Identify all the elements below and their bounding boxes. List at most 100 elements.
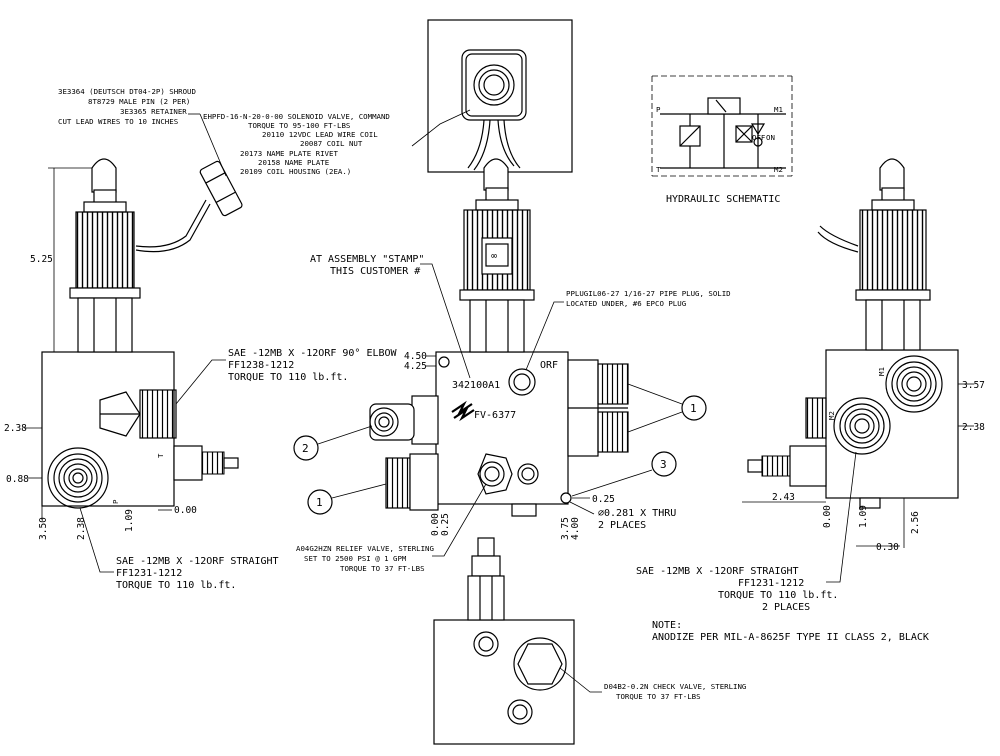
dim-4-00: 4.00 [570, 517, 581, 540]
dim-0-00-front: 0.00 [430, 513, 441, 536]
dim-0-88: 0.88 [6, 474, 29, 485]
note-title: NOTE: [652, 620, 682, 631]
svg-text:PPLUGIL06-27 1/16-27 PIPE PLUG: PPLUGIL06-27 1/16-27 PIPE PLUG, SOLID [566, 289, 731, 298]
svg-text:TORQUE TO 95-100 FT-LBS: TORQUE TO 95-100 FT-LBS [248, 121, 350, 130]
bubble-1-left [307, 489, 333, 515]
right-side-fitting [747, 397, 827, 487]
svg-text:SAE -12MB X -12ORF 90° ELBOW: SAE -12MB X -12ORF 90° ELBOW [228, 348, 398, 359]
svg-text:3E3364 (DEUTSCH DT04-2P) SHROU: 3E3364 (DEUTSCH DT04-2P) SHROUD [58, 87, 196, 96]
svg-text:3E3365 RETAINER: 3E3365 RETAINER [120, 107, 187, 116]
right-port-m2 [833, 397, 891, 455]
dim-2-38-left: 2.38 [4, 423, 27, 434]
left-port-t-label: T [156, 453, 165, 458]
right-notes: SAE -12MB X -12ORF STRAIGHT FF1231-1212 … [636, 451, 929, 643]
svg-text:A04G2HZN RELIEF VALVE, STERLIN: A04G2HZN RELIEF VALVE, STERLING [296, 544, 434, 553]
left-solenoid-cap [91, 158, 117, 193]
svg-text:TORQUE TO 37 FT-LBS: TORQUE TO 37 FT-LBS [340, 564, 425, 573]
svg-text:AT ASSEMBLY "STAMP": AT ASSEMBLY "STAMP" [310, 254, 424, 265]
svg-text:20110 12VDC LEAD WIRE COIL: 20110 12VDC LEAD WIRE COIL [262, 130, 378, 139]
right-side-view: M1 M2 3.57 2.38 2.43 0.00 1.09 2.56 0.30 [742, 158, 985, 553]
dim-1-09-right: 1.09 [858, 505, 869, 528]
svg-text:TORQUE TO 110 lb.ft.: TORQUE TO 110 lb.ft. [228, 372, 348, 383]
dim-3-57: 3.57 [962, 380, 985, 391]
svg-text:20109 COIL HOUSING (2EA.): 20109 COIL HOUSING (2EA.) [240, 167, 351, 176]
left-coil [75, 211, 135, 289]
fv-number: FV-6377 [474, 410, 516, 421]
coil-mark: ∞ [491, 251, 497, 262]
svg-text:FF1231-1212: FF1231-1212 [116, 568, 182, 579]
top-view-frame [427, 19, 573, 173]
svg-text:20173 NAME PLATE RIVET: 20173 NAME PLATE RIVET [240, 149, 338, 158]
svg-text:⌀0.281 X THRU: ⌀0.281 X THRU [598, 508, 676, 519]
dim-2-38-right: 2.38 [962, 422, 985, 433]
left-relief-fitting [173, 445, 239, 481]
left-valve-hex [77, 297, 133, 353]
left-port-p-label: P [111, 499, 120, 504]
svg-text:OFF: OFF [752, 133, 766, 142]
dim-3-75: 3.75 [560, 517, 571, 540]
svg-text:LOCATED UNDER, #6 EPCO PLUG: LOCATED UNDER, #6 EPCO PLUG [566, 299, 686, 308]
left-side-view: P T 5.25 2.38 0.88 3.50 2.38 1.09 0.00 [4, 158, 243, 540]
svg-text:EHPFD-16-N-20-0-00 SOLENOID VA: EHPFD-16-N-20-0-00 SOLENOID VALVE, COMMA… [203, 112, 390, 121]
epco-logo [451, 400, 475, 422]
dim-0-00-right: 0.00 [822, 505, 833, 528]
svg-text:2 PLACES: 2 PLACES [762, 602, 810, 613]
svg-text:M2: M2 [774, 165, 783, 174]
left-port-p [47, 447, 109, 509]
front-bottom-stub [511, 503, 537, 517]
right-coil [859, 209, 927, 291]
dim-5-25: 5.25 [30, 254, 53, 265]
svg-text:THIS CUSTOMER #: THIS CUSTOMER # [330, 266, 420, 277]
svg-text:M1: M1 [774, 105, 783, 114]
dim-3-50: 3.50 [38, 517, 49, 540]
front-notes: AT ASSEMBLY "STAMP" THIS CUSTOMER # PPLU… [79, 254, 731, 591]
left-cap-base [83, 201, 127, 213]
left-coil-nut [69, 287, 141, 299]
front-right-fitting [567, 359, 629, 457]
svg-text:M2: M2 [827, 411, 836, 420]
schematic-title: HYDRAULIC SCHEMATIC [666, 194, 780, 205]
svg-text:20158 NAME PLATE: 20158 NAME PLATE [258, 158, 329, 167]
bubble-3 [651, 451, 677, 477]
svg-text:ORF: ORF [540, 360, 558, 371]
svg-text:1: 1 [316, 496, 323, 509]
dim-2-43: 2.43 [772, 492, 795, 503]
dim-2-38-bottom: 2.38 [76, 517, 87, 540]
svg-text:SET TO 2500 PSI @ 1 GPM: SET TO 2500 PSI @ 1 GPM [304, 554, 407, 563]
dim-4-50: 4.50 [404, 351, 427, 362]
svg-text:20087 COIL NUT: 20087 COIL NUT [300, 139, 363, 148]
right-port-m1 [885, 355, 943, 413]
solenoid-notes: 3E3364 (DEUTSCH DT04-2P) SHROUD 8T8729 M… [58, 87, 471, 177]
hydraulic-schematic: P T M1 M2 OFF ON HYDRAULIC SCHEMATIC [651, 75, 793, 205]
svg-text:TORQUE TO 110 lb.ft.: TORQUE TO 110 lb.ft. [116, 580, 236, 591]
svg-text:8T8729 MALE PIN (2 PER): 8T8729 MALE PIN (2 PER) [88, 97, 190, 106]
bottom-view: D04B2-0.2N CHECK VALVE, STERLING TORQUE … [433, 537, 746, 745]
svg-text:SAE -12MB X -12ORF STRAIGHT: SAE -12MB X -12ORF STRAIGHT [636, 566, 799, 577]
top-coil-view [427, 19, 573, 173]
left-lead-wires [135, 199, 207, 248]
svg-text:2 PLACES: 2 PLACES [598, 520, 646, 531]
svg-text:2: 2 [302, 442, 309, 455]
bubble-2 [293, 435, 319, 461]
left-connector [199, 160, 243, 217]
bubble-1-right [681, 395, 707, 421]
front-relief-valve [477, 453, 539, 495]
svg-text:SAE -12MB X -12ORF STRAIGHT: SAE -12MB X -12ORF STRAIGHT [116, 556, 279, 567]
dim-2-56: 2.56 [910, 511, 921, 534]
note-text: ANODIZE PER MIL-A-8625F TYPE II CLASS 2,… [652, 632, 929, 643]
dim-0-00-left: 0.00 [174, 505, 197, 516]
svg-text:1: 1 [690, 402, 697, 415]
svg-text:D04B2-0.2N CHECK VALVE, STERLI: D04B2-0.2N CHECK VALVE, STERLING [604, 682, 746, 691]
svg-text:ON: ON [766, 133, 775, 142]
svg-text:3: 3 [660, 458, 667, 471]
svg-text:TORQUE TO 37 FT-LBS: TORQUE TO 37 FT-LBS [616, 692, 701, 701]
dim-0-25-front: 0.25 [440, 513, 451, 536]
svg-text:FF1238-1212: FF1238-1212 [228, 360, 294, 371]
front-view: ∞ 342100A1 FV-6377 [293, 158, 707, 540]
svg-text:FF1231-1212: FF1231-1212 [738, 578, 804, 589]
svg-text:P: P [656, 105, 661, 114]
svg-text:M1: M1 [877, 367, 886, 376]
dim-4-25: 4.25 [404, 361, 427, 372]
svg-text:T: T [656, 165, 661, 174]
